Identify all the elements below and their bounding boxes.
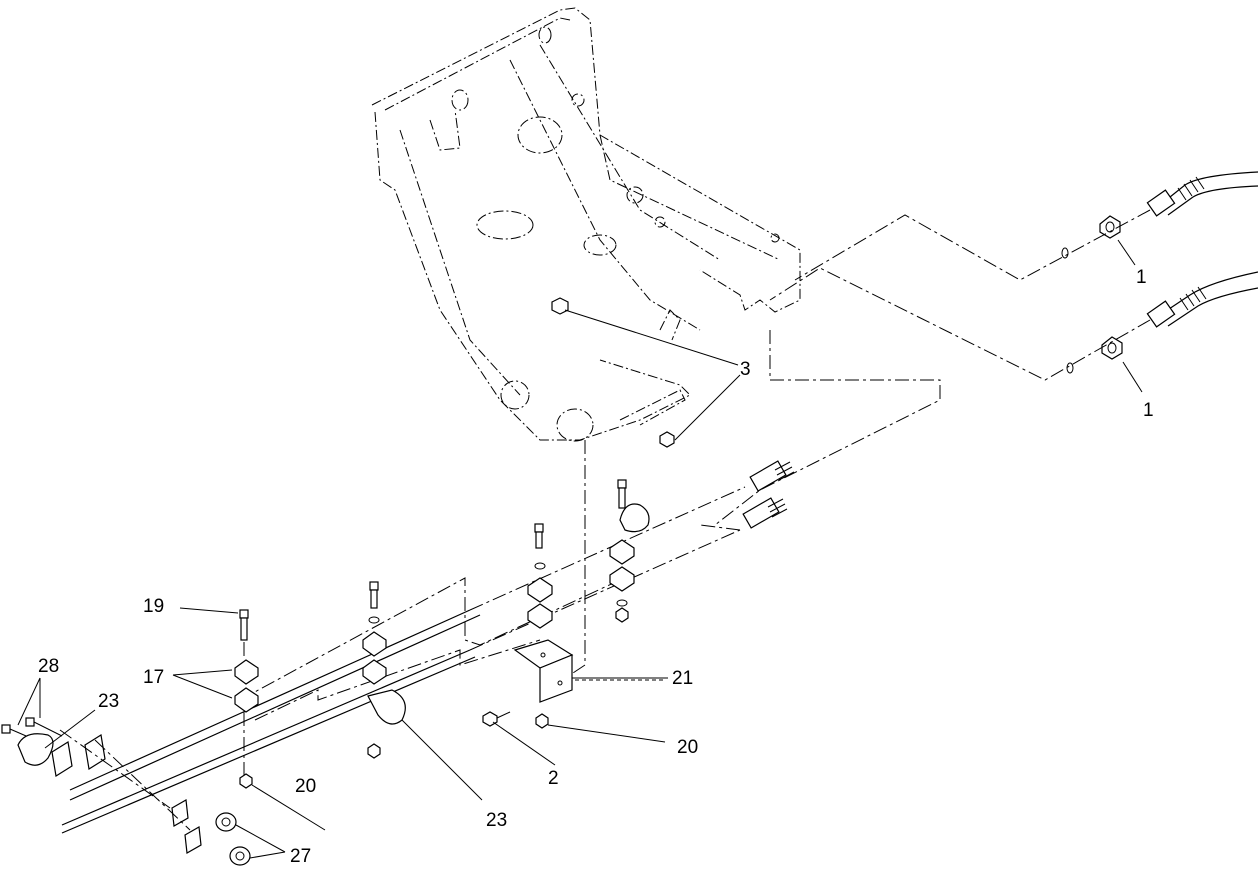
callout-19: 19: [143, 596, 164, 617]
clamp-half-left-b: [84, 734, 106, 770]
clamp-block-center-upper: [527, 577, 553, 603]
bolt-right: [617, 479, 627, 509]
washer-center-left: [368, 616, 380, 624]
bolt-28-b: [25, 717, 63, 737]
callout-1-upper: 1: [1136, 267, 1147, 288]
frame-nut-lower: [659, 431, 675, 448]
leader-lines: [17, 239, 1143, 859]
fitting-lower: [742, 497, 788, 529]
clamp-block-center-left-upper: [362, 631, 387, 657]
p-clamp-23-center: [367, 689, 406, 725]
clamp-block-center-left-lower: [362, 659, 387, 685]
o-ring-lower: [1066, 362, 1074, 374]
hose-upper: [1146, 171, 1258, 217]
callout-20-right: 20: [677, 737, 698, 758]
o-ring-upper: [1061, 247, 1069, 259]
clamp-block-center-lower: [527, 603, 553, 629]
p-clamp-23-left: [17, 733, 54, 766]
callout-1-lower: 1: [1143, 400, 1154, 421]
clamp-block-right-upper: [609, 539, 635, 565]
hose-lower: [1146, 271, 1258, 328]
bracket-21: [513, 639, 574, 703]
fitting-upper: [749, 460, 795, 492]
nut-center-left: [367, 743, 381, 759]
nut-20-left: [239, 773, 253, 789]
callout-20-left: 20: [295, 776, 316, 797]
clamp-block-17-lower: [234, 687, 259, 713]
callout-17: 17: [143, 667, 164, 688]
nut-right: [615, 607, 629, 623]
hose-nut-lower: [1101, 336, 1123, 360]
washer-right: [616, 599, 628, 607]
hose-nut-upper: [1099, 215, 1121, 239]
callout-27: 27: [290, 846, 311, 867]
tube-assembly: [61, 486, 746, 834]
callout-2: 2: [548, 768, 559, 789]
callout-3: 3: [740, 359, 751, 380]
callout-21: 21: [672, 668, 693, 689]
clamp-block-right-lower: [609, 566, 635, 592]
clamp-block-17-upper: [234, 659, 259, 685]
bolt-19: [239, 609, 249, 641]
nut-20-right: [535, 713, 549, 729]
spacer-27-a: [171, 799, 237, 832]
bolt-center-left: [369, 581, 379, 609]
callout-23-left: 23: [98, 691, 119, 712]
callout-23-center: 23: [486, 810, 507, 831]
p-clamp-right: [619, 503, 650, 533]
phantom-frame: [371, 7, 801, 442]
bolt-center: [534, 523, 544, 549]
callout-28: 28: [38, 656, 59, 677]
spacer-27-b: [184, 826, 251, 866]
washer-center: [534, 562, 546, 570]
clamp-half-left-a: [51, 741, 73, 777]
frame-nut-upper: [551, 297, 569, 315]
